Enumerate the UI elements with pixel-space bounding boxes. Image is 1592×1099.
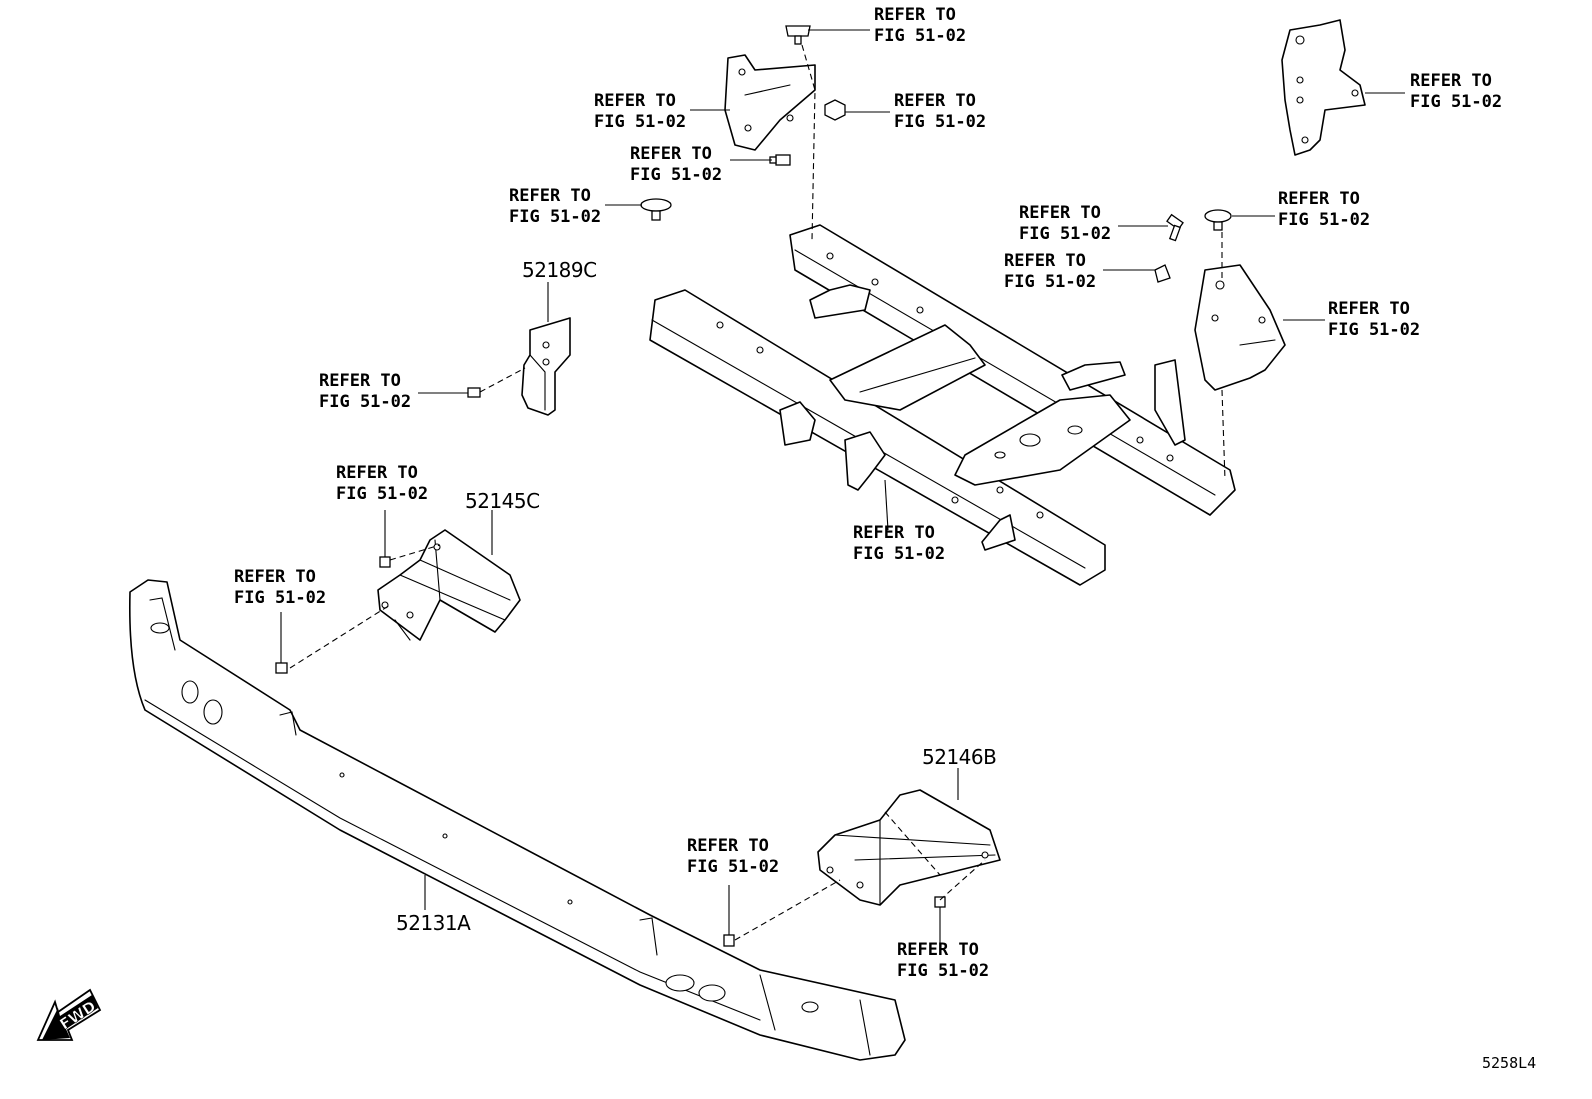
ref-text-line2: FIG 51-02 [894, 112, 986, 132]
ref-label-bolt-52146-b[interactable]: REFER TO FIG 51-02 [897, 940, 989, 981]
fastener-clip-left [640, 198, 672, 221]
ref-text-line2: FIG 51-02 [509, 207, 601, 227]
fastener-bolt-52146-a [723, 934, 735, 947]
fastener-nut-right [824, 99, 846, 121]
right-upper-bracket[interactable] [1281, 19, 1366, 156]
ref-text-line1: REFER TO [319, 371, 401, 391]
ref-text-line1: REFER TO [1278, 189, 1360, 209]
ref-label-top-nut[interactable]: REFER TO FIG 51-02 [874, 5, 966, 46]
fastener-bolt-52146-b [934, 896, 946, 908]
ref-text-line2: FIG 51-02 [1004, 272, 1096, 292]
main-frame[interactable] [649, 224, 1236, 586]
upper-bracket[interactable] [724, 54, 816, 151]
ref-text-line2: FIG 51-02 [874, 26, 966, 46]
ref-label-bolt-52145-b[interactable]: REFER TO FIG 51-02 [234, 567, 326, 608]
part-number-52189c[interactable]: 52189C [522, 258, 597, 282]
right-mount-plate[interactable] [1194, 264, 1286, 391]
ref-text-line2: FIG 51-02 [594, 112, 686, 132]
ref-text-line1: REFER TO [336, 463, 418, 483]
ref-text-line2: FIG 51-02 [1278, 210, 1370, 230]
ref-text-line1: REFER TO [874, 5, 956, 25]
fastener-top-nut [785, 25, 811, 45]
ref-text-line1: REFER TO [1410, 71, 1492, 91]
ref-label-bolt-centre[interactable]: REFER TO FIG 51-02 [630, 144, 722, 185]
ref-text-line2: FIG 51-02 [853, 544, 945, 564]
ref-text-line2: FIG 51-02 [630, 165, 722, 185]
bracket-52146b[interactable] [817, 789, 1001, 906]
ref-text-line1: REFER TO [853, 523, 935, 543]
fastener-bolt-52145-b [275, 662, 288, 674]
ref-text-line2: FIG 51-02 [687, 857, 779, 877]
ref-label-bolt-52189[interactable]: REFER TO FIG 51-02 [319, 371, 411, 412]
ref-text-line1: REFER TO [509, 186, 591, 206]
ref-label-nut-right[interactable]: REFER TO FIG 51-02 [894, 91, 986, 132]
assembly-lines [289, 44, 1226, 941]
ref-text-line2: FIG 51-02 [1328, 320, 1420, 340]
ref-text-line1: REFER TO [1004, 251, 1086, 271]
ref-label-small-nut[interactable]: REFER TO FIG 51-02 [1004, 251, 1096, 292]
part-number-52146b[interactable]: 52146B [922, 745, 997, 769]
bracket-52145c[interactable] [377, 529, 521, 641]
ref-text-line1: REFER TO [897, 940, 979, 960]
ref-label-bolt-right[interactable]: REFER TO FIG 51-02 [1019, 203, 1111, 244]
ref-text-line1: REFER TO [234, 567, 316, 587]
ref-text-line1: REFER TO [1328, 299, 1410, 319]
illustration-code: 5258L4 [1482, 1054, 1536, 1072]
ref-text-line1: REFER TO [630, 144, 712, 164]
ref-label-right-upper-bracket[interactable]: REFER TO FIG 51-02 [1410, 71, 1502, 112]
leader-lines [280, 29, 1405, 950]
ref-label-clip-right[interactable]: REFER TO FIG 51-02 [1278, 189, 1370, 230]
ref-label-right-mount-plate[interactable]: REFER TO FIG 51-02 [1328, 299, 1420, 340]
ref-text-line2: FIG 51-02 [234, 588, 326, 608]
ref-label-bolt-52146-a[interactable]: REFER TO FIG 51-02 [687, 836, 779, 877]
forward-arrow: FWD [36, 988, 102, 1041]
part-number-52131a[interactable]: 52131A [396, 911, 472, 935]
ref-text-line1: REFER TO [594, 91, 676, 111]
fastener-small-nut [1154, 264, 1171, 283]
ref-label-frame-lug[interactable]: REFER TO FIG 51-02 [853, 523, 945, 564]
fastener-clip-right [1204, 209, 1232, 231]
fastener-bolt-centre [769, 154, 791, 166]
ref-text-line2: FIG 51-02 [897, 961, 989, 981]
ref-text-line2: FIG 51-02 [1019, 224, 1111, 244]
ref-text-line2: FIG 51-02 [319, 392, 411, 412]
ref-label-clip-left[interactable]: REFER TO FIG 51-02 [509, 186, 601, 227]
ref-text-line1: REFER TO [687, 836, 769, 856]
ref-text-line1: REFER TO [894, 91, 976, 111]
fastener-bolt-52189 [467, 387, 481, 398]
fastener-bolt-52145-a [379, 556, 391, 568]
bracket-52189c[interactable] [521, 317, 571, 416]
fastener-bolt-right [1166, 213, 1184, 242]
ref-label-upper-bracket[interactable]: REFER TO FIG 51-02 [594, 91, 686, 132]
ref-text-line2: FIG 51-02 [1410, 92, 1502, 112]
ref-text-line2: FIG 51-02 [336, 484, 428, 504]
part-number-52145c[interactable]: 52145C [465, 489, 540, 513]
ref-label-bolt-52145-a[interactable]: REFER TO FIG 51-02 [336, 463, 428, 504]
ref-text-line1: REFER TO [1019, 203, 1101, 223]
front-crossmember[interactable] [128, 579, 906, 1061]
